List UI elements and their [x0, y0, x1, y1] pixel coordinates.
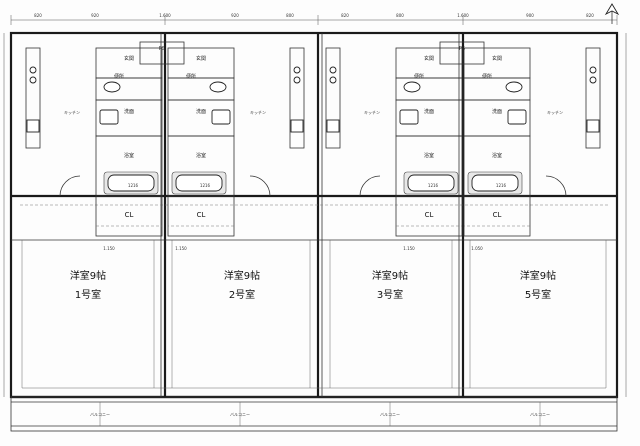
bath-label: 浴室	[124, 152, 134, 159]
closet-width-dimension: 1.150	[403, 246, 415, 251]
unit-core-5	[463, 47, 601, 237]
north-arrow-icon	[604, 3, 620, 24]
shaft-label: PS	[459, 46, 465, 52]
top-dimension: 820	[586, 13, 594, 18]
toilet-label: 便所	[114, 73, 124, 80]
unit-number: 2号室	[229, 288, 255, 301]
bath-label: 浴室	[424, 152, 434, 159]
top-dimension: 1.600	[159, 13, 171, 18]
wash-label: 洗面	[424, 108, 434, 115]
toilet-label: 便所	[414, 73, 424, 80]
top-dimension: 920	[231, 13, 239, 18]
unit-core-3	[325, 47, 463, 237]
top-dimension: 1.600	[457, 13, 469, 18]
balcony-label: バルコニー	[230, 412, 250, 417]
bath-size-dimension: 1216	[428, 183, 439, 188]
entrance-label: 玄関	[196, 55, 206, 62]
room-name: 洋室9帖	[520, 269, 556, 282]
entrance-label: 玄関	[492, 55, 502, 62]
balcony-label: バルコニー	[530, 412, 550, 417]
unit-number: 3号室	[377, 288, 403, 301]
kitchen-label: キッチン	[547, 110, 563, 115]
balcony-label: バルコニー	[380, 412, 400, 417]
kitchen-label: キッチン	[364, 110, 380, 115]
wash-label: 洗面	[124, 108, 134, 115]
room-name: 洋室9帖	[224, 269, 260, 282]
top-dimension: 900	[526, 13, 534, 18]
closet-label: CL	[125, 211, 134, 219]
room-name: 洋室9帖	[70, 269, 106, 282]
unit-number: 5号室	[525, 288, 551, 301]
top-dimension: 920	[91, 13, 99, 18]
bath-size-dimension: 1216	[200, 183, 211, 188]
wash-label: 洗面	[196, 108, 206, 115]
shaft-label: PS	[159, 46, 165, 52]
closet-label: CL	[493, 211, 502, 219]
kitchen-label: キッチン	[250, 110, 266, 115]
top-dimension: 800	[286, 13, 294, 18]
kitchen-label: キッチン	[64, 110, 80, 115]
entrance-label: 玄関	[124, 55, 134, 62]
closet-width-dimension: 1.150	[175, 246, 187, 251]
unit-core-1	[25, 47, 163, 237]
balcony-label: バルコニー	[90, 412, 110, 417]
top-dimension: 820	[34, 13, 42, 18]
bath-label: 浴室	[196, 152, 206, 159]
closet-width-dimension: 1.150	[103, 246, 115, 251]
closet-width-dimension: 1.050	[471, 246, 483, 251]
bath-size-dimension: 1216	[128, 183, 139, 188]
top-dimension: 820	[341, 13, 349, 18]
building-walls	[3, 15, 627, 432]
unit-number: 1号室	[75, 288, 101, 301]
toilet-label: 便所	[482, 73, 492, 80]
room-name: 洋室9帖	[372, 269, 408, 282]
bath-label: 浴室	[492, 152, 502, 159]
unit-core-2	[167, 47, 305, 237]
bath-size-dimension: 1216	[496, 183, 507, 188]
closet-label: CL	[197, 211, 206, 219]
top-dimension: 800	[396, 13, 404, 18]
toilet-label: 便所	[186, 73, 196, 80]
entrance-label: 玄関	[424, 55, 434, 62]
closet-label: CL	[425, 211, 434, 219]
wash-label: 洗面	[492, 108, 502, 115]
